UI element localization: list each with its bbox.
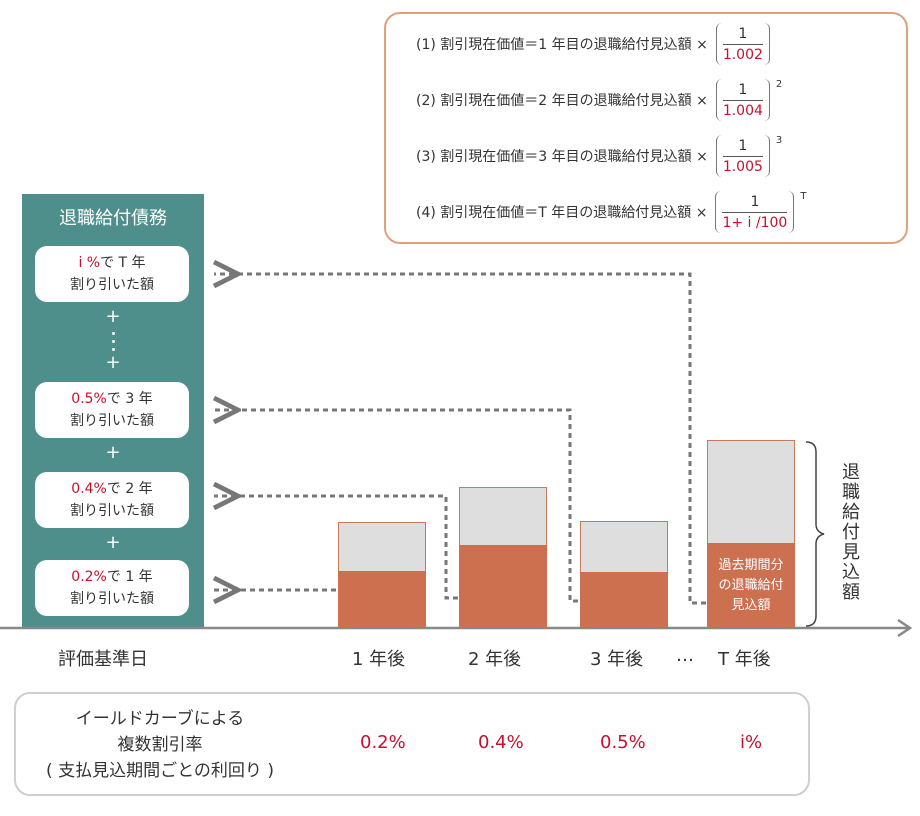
rate-year2: 0.4% [478,732,524,753]
obligation-card-t: i %で T 年 割り引いた額 [35,246,189,302]
bar-yearT-top [707,440,795,543]
axis-label-year2: 2 年後 [468,649,522,670]
card-rate: i % [78,255,101,271]
card-desc: 割り引いた額 [70,503,154,519]
plus-sign: + [105,352,121,373]
fraction-denominator: 1.005 [722,158,763,175]
fraction-denominator: 1.004 [722,102,763,119]
bar-year3-top [580,521,668,572]
formula-row-3: (3) 割引現在価値＝3 年目の退職給付見込額 × 1 1.005 3 [416,134,782,178]
bar-year2-top [459,487,547,545]
card-period: で 1 年 [106,569,153,585]
connector-year2 [214,496,458,600]
axis-label-year3: 3 年後 [590,649,644,670]
projected-benefit-label: 退職給付見込額 [839,462,860,602]
card-rate: 0.4% [71,481,107,497]
formula-text: (1) 割引現在価値＝1 年目の退職給付見込額 × [416,37,708,53]
card-desc: 割り引いた額 [70,277,154,293]
fraction-denominator: 1+ i /100 [722,214,788,231]
card-desc: 割り引いた額 [70,413,154,429]
axis-label-yearT: T 年後 [718,649,771,670]
ellipsis-dot [112,332,115,335]
bar-year1-bottom [338,571,426,628]
time-axis-arrowhead [897,618,913,638]
bar-year2-bottom [459,545,547,628]
rates-label-line: ( 支払見込期間ごとの利回り ) [46,761,274,781]
rates-label: イールドカーブによる 複数割引率 ( 支払見込期間ごとの利回り ) [16,706,304,784]
rate-yearT: i% [740,732,763,753]
axis-label-ellipsis: … [676,645,694,666]
card-rate: 0.5% [71,391,107,407]
discount-rates-box: イールドカーブによる 複数割引率 ( 支払見込期間ごとの利回り ) 0.2% 0… [14,692,810,796]
formula-text: (2) 割引現在価値＝2 年目の退職給付見込額 × [416,93,708,109]
rates-label-line: イールドカーブによる [75,709,245,729]
formula-exponent: 2 [775,78,783,90]
formula-exponent: 3 [775,134,783,146]
formula-fraction: 1 1+ i /100 [715,191,795,233]
axis-label-valuation-date: 評価基準日 [58,649,148,670]
fraction-numerator: 1 [738,81,748,98]
formula-row-1: (1) 割引現在価値＝1 年目の退職給付見込額 × 1 1.002 [416,22,770,66]
obligation-card-2: 0.4%で 2 年 割り引いた額 [35,472,189,528]
fraction-numerator: 1 [750,193,760,210]
fraction-denominator: 1.002 [722,46,763,63]
bar-yearT-bottom [707,543,795,628]
obligation-panel: 退職給付債務 i %で T 年 割り引いた額 + + 0.5%で 3 年 割り引… [22,194,204,628]
plus-sign: + [105,306,121,327]
rate-year1: 0.2% [360,732,406,753]
formula-fraction: 1 1.002 [715,23,770,65]
formula-fraction: 1 1.004 [715,79,770,121]
rates-label-line: 複数割引率 [117,735,203,755]
formula-text: (3) 割引現在価値＝3 年目の退職給付見込額 × [416,149,708,165]
bracket-brace [805,441,825,627]
formula-row-4: (4) 割引現在価値＝T 年目の退職給付見込額 × 1 1+ i /100 T [416,190,806,234]
connector-yearT [214,274,706,605]
obligation-title: 退職給付債務 [59,208,167,229]
card-desc: 割り引いた額 [70,591,154,607]
ellipsis-dot [112,348,115,351]
formula-text: (4) 割引現在価値＝T 年目の退職給付見込額 × [416,205,708,221]
formula-box: (1) 割引現在価値＝1 年目の退職給付見込額 × 1 1.002 (2) 割引… [384,12,908,244]
obligation-card-1: 0.2%で 1 年 割り引いた額 [35,560,189,616]
plus-sign: + [105,442,121,463]
past-service-line: 見込額 [731,598,771,613]
rate-year3: 0.5% [600,732,646,753]
card-period: で T 年 [100,255,146,271]
formula-exponent: T [800,190,807,202]
fraction-numerator: 1 [738,25,748,42]
obligation-card-3: 0.5%で 3 年 割り引いた額 [35,382,189,438]
bar-year3-bottom [580,572,668,628]
formula-fraction: 1 1.005 [715,135,770,177]
ellipsis-dot [112,340,115,343]
past-service-line: の退職給付 [718,578,784,593]
past-service-label: 過去期間分 の退職給付 見込額 [707,556,795,616]
past-service-line: 過去期間分 [718,558,784,573]
plus-sign: + [105,532,121,553]
card-period: で 2 年 [106,481,153,497]
formula-row-2: (2) 割引現在価値＝2 年目の退職給付見込額 × 1 1.004 2 [416,78,782,122]
card-rate: 0.2% [71,569,107,585]
fraction-numerator: 1 [738,137,748,154]
bar-year1-top [338,522,426,571]
axis-label-year1: 1 年後 [352,649,406,670]
connector-year3 [214,410,578,603]
card-period: で 3 年 [106,391,153,407]
